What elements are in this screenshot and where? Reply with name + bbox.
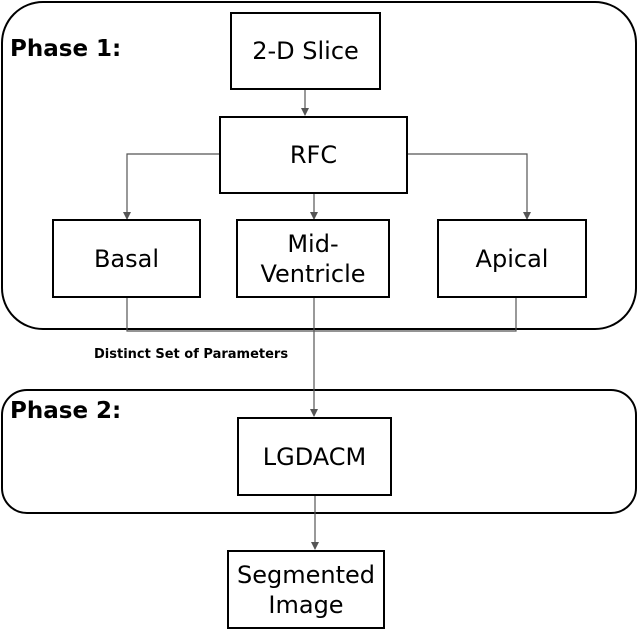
node-basal: Basal	[52, 219, 201, 298]
edge-label-distinct-parameters: Distinct Set of Parameters	[94, 347, 289, 362]
edge-rfc-to-apical	[408, 153, 531, 220]
phase-1-container	[1, 1, 637, 330]
edge-apical-to-params	[314, 298, 517, 332]
node-segmented-image: Segmented Image	[227, 550, 385, 629]
node-2d-slice: 2-D Slice	[230, 12, 381, 90]
edge-basal-to-params	[126, 298, 314, 332]
node-rfc: RFC	[219, 116, 408, 194]
node-lgdacm: LGDACM	[237, 417, 392, 496]
phase-2-container	[1, 389, 637, 514]
phase-1-label: Phase 1:	[10, 36, 122, 62]
phase-2-label: Phase 2:	[10, 398, 122, 424]
node-apical: Apical	[437, 219, 587, 298]
edge-rfc-to-basal	[123, 153, 219, 220]
node-mid-ventricle: Mid- Ventricle	[236, 219, 390, 298]
